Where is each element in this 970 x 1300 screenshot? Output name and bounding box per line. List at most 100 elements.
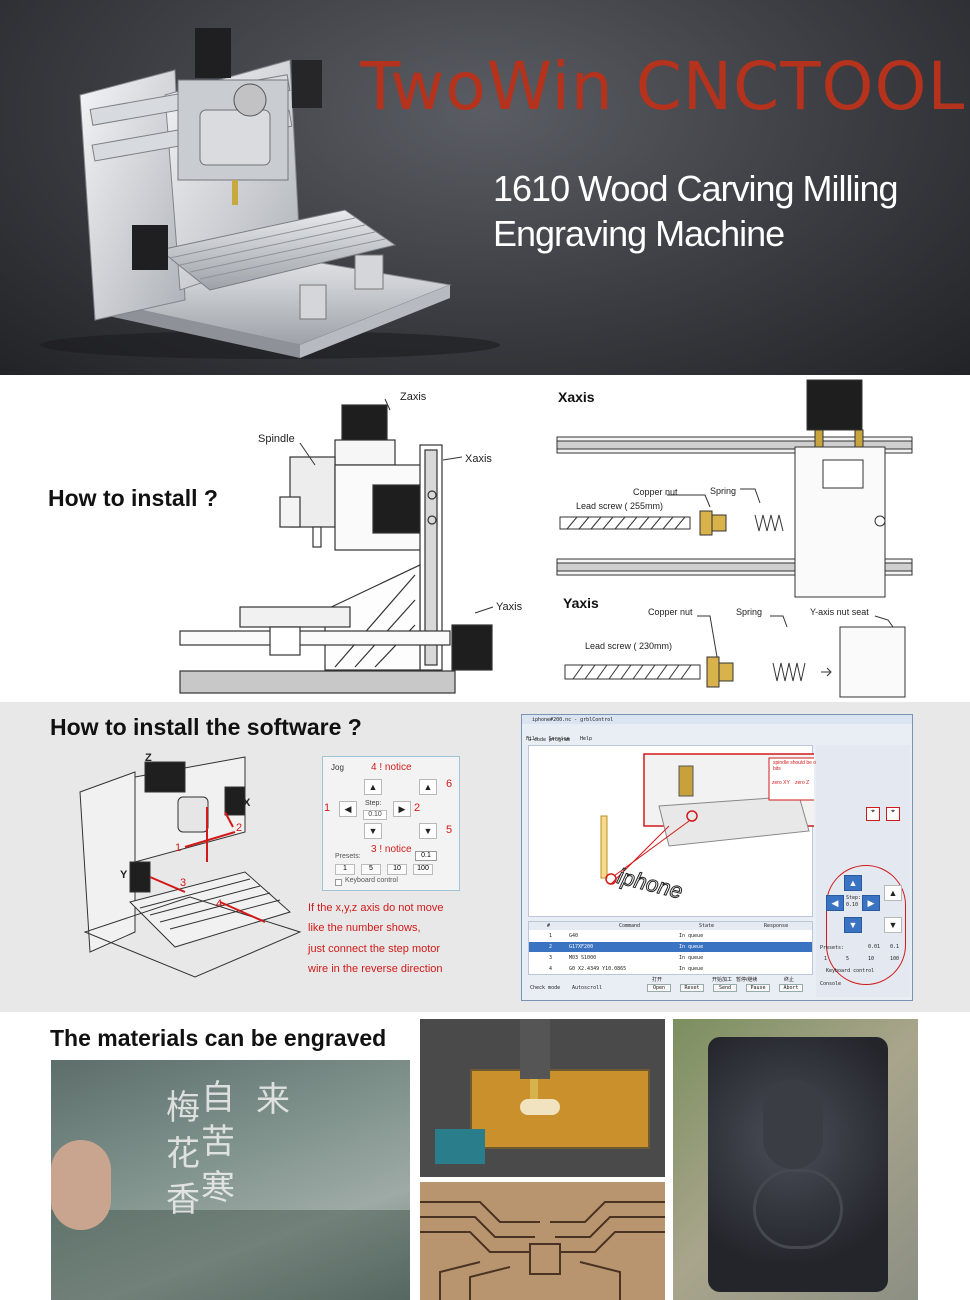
grbl-control-window: iphone#200.nc - grblControl File Service…: [521, 714, 913, 1001]
table-row[interactable]: 3 M03 S1000 In queue: [529, 953, 812, 963]
grbl-keyboard-control[interactable]: Keyboard control: [826, 968, 875, 974]
jog-preset-100[interactable]: 100: [413, 864, 433, 875]
check-mode-checkbox[interactable]: Check mode: [530, 985, 561, 991]
axis-direction-diagram: [79, 756, 302, 978]
cn-start: 开始加工: [712, 977, 733, 983]
row-index: 1: [549, 933, 553, 939]
table-row[interactable]: 2 G17XF200 In queue: [529, 942, 812, 952]
jog-right-button[interactable]: ▶: [393, 801, 411, 817]
autoscroll-checkbox[interactable]: Autoscroll: [572, 985, 603, 991]
keyboard-control-checkbox[interactable]: [335, 879, 342, 886]
y-spring-label: Spring: [736, 607, 763, 617]
menu-help[interactable]: Help: [580, 736, 593, 742]
zero-xy-button[interactable]: ⌖: [866, 807, 880, 821]
warning-line-4: wire in the reverse direction: [308, 963, 443, 975]
warning-line-3: just connect the step motor: [308, 943, 441, 955]
cn-open: 打开: [652, 977, 663, 983]
menu-file[interactable]: File: [526, 736, 539, 742]
pause-button[interactable]: Pause: [746, 984, 770, 992]
jog-num-right: 2: [414, 802, 421, 814]
col-state: State: [699, 923, 715, 929]
banner-subtitle-line2: Engraving Machine: [493, 213, 785, 254]
jog-down-button[interactable]: ▼: [364, 823, 382, 839]
jog-preset-10[interactable]: 10: [387, 864, 407, 875]
jog-num-right-outer: 6: [446, 778, 453, 790]
row-index: 2: [549, 944, 553, 950]
jog-z-up-button[interactable]: ▲: [419, 779, 437, 795]
grbl-step-label: Step:: [846, 895, 862, 901]
zero-z-button[interactable]: ⌖: [886, 807, 900, 821]
grbl-jog-up-button[interactable]: ▲: [844, 875, 862, 891]
acrylic-char: 梅: [166, 1088, 200, 1128]
row-command: G17XF200: [569, 944, 594, 950]
table-row[interactable]: 4 G0 X2.4349 Y10.0865 In queue: [529, 964, 812, 974]
pcb-milling-photo: [420, 1019, 665, 1177]
jog-step-label: Step:: [365, 800, 382, 807]
marker-4: 4: [216, 898, 223, 910]
jog-step-input[interactable]: 0.10: [363, 810, 387, 820]
carved-block-photo: [673, 1019, 918, 1300]
abort-button[interactable]: Abort: [779, 984, 803, 992]
grbl-titlebar: iphone#200.nc - grblControl: [522, 715, 912, 724]
materials-heading: The materials can be engraved: [50, 1025, 387, 1051]
row-command: M03 S1000: [569, 955, 597, 961]
zero-xy-label: zero XY: [772, 780, 790, 786]
jog-preset-1[interactable]: 1: [335, 864, 355, 875]
grbl-preset-10[interactable]: 10: [868, 956, 875, 962]
x-copper-nut-label: Copper nut: [633, 487, 678, 497]
zero-z-label: zero Z: [795, 780, 810, 786]
table-header: # Command State Response: [529, 922, 812, 930]
label-yaxis-left: Yaxis: [496, 601, 523, 613]
row-command: G40: [569, 933, 579, 939]
acrylic-char: 花: [166, 1134, 200, 1174]
cn-abort: 终止: [784, 977, 795, 983]
gcode-visualizer[interactable]: spindle should be on when moving the bit…: [528, 745, 870, 917]
grbl-jog-down-button[interactable]: ▼: [844, 917, 862, 933]
marker-3: 3: [180, 877, 187, 889]
warning-line-1: If the x,y,z axis do not move: [308, 902, 444, 914]
grbl-preset-001[interactable]: 0.01: [868, 944, 881, 950]
send-button[interactable]: Send: [713, 984, 737, 992]
install-heading: How to install ?: [48, 485, 218, 511]
reset-button[interactable]: Reset: [680, 984, 704, 992]
pcb-traces-photo: [420, 1182, 665, 1300]
grbl-preset-100[interactable]: 100: [890, 956, 900, 962]
jog-num-right-down: 5: [446, 824, 453, 836]
banner-subtitle-line1: 1610 Wood Carving Milling: [493, 168, 899, 209]
jog-preset-5[interactable]: 5: [361, 864, 381, 875]
axis-label-z: Z: [145, 752, 152, 764]
jog-left-button[interactable]: ◀: [339, 801, 357, 817]
table-row[interactable]: 1 G40 In queue: [529, 931, 812, 941]
menu-service[interactable]: Service: [548, 736, 570, 742]
grbl-right-panel: ⌖ ⌖ ▲ ◀ ▶ ▼ ▲ ▼ Step: 0.10 Presets: 0.01…: [816, 745, 910, 997]
row-state: In queue: [679, 933, 704, 939]
grbl-preset-5[interactable]: 5: [846, 956, 850, 962]
grbl-window-title: iphone#200.nc - grblControl: [532, 717, 614, 723]
grbl-jog-right-button[interactable]: ▶: [862, 895, 880, 911]
grbl-preset-01[interactable]: 0.1: [890, 944, 900, 950]
acrylic-char: 寒: [201, 1168, 235, 1208]
jog-up-button[interactable]: ▲: [364, 779, 382, 795]
grbl-preset-1[interactable]: 1: [824, 956, 828, 962]
jog-z-down-button[interactable]: ▼: [419, 823, 437, 839]
y-nut-seat-label: Y-axis nut seat: [810, 607, 869, 617]
open-button[interactable]: Open: [647, 984, 671, 992]
label-spindle: Spindle: [258, 433, 295, 445]
row-command: G0 X2.4349 Y10.0865: [569, 966, 627, 972]
software-section: How to install the software ? Z X Y 1 2: [0, 702, 970, 1012]
keyboard-control-label: Keyboard control: [345, 877, 398, 884]
x-spring-label: Spring: [710, 486, 737, 496]
row-state: In queue: [679, 966, 704, 972]
jog-preset-selected[interactable]: 0.1: [415, 851, 437, 861]
grbl-jog-z-up-button[interactable]: ▲: [884, 885, 902, 901]
label-xaxis-left: Xaxis: [465, 453, 492, 465]
jog-num-left: 1: [324, 802, 331, 814]
acrylic-char: 香: [166, 1180, 200, 1220]
axis-label-y: Y: [120, 869, 128, 881]
jog-notice-top: 4 ! notice: [371, 762, 412, 773]
grbl-jog-z-down-button[interactable]: ▼: [884, 917, 902, 933]
x-lead-screw-label: Lead screw ( 255mm): [576, 501, 664, 511]
grbl-jog-left-button[interactable]: ◀: [826, 895, 844, 911]
col-response: Response: [764, 923, 789, 929]
grbl-presets-label: Presets:: [820, 945, 845, 951]
